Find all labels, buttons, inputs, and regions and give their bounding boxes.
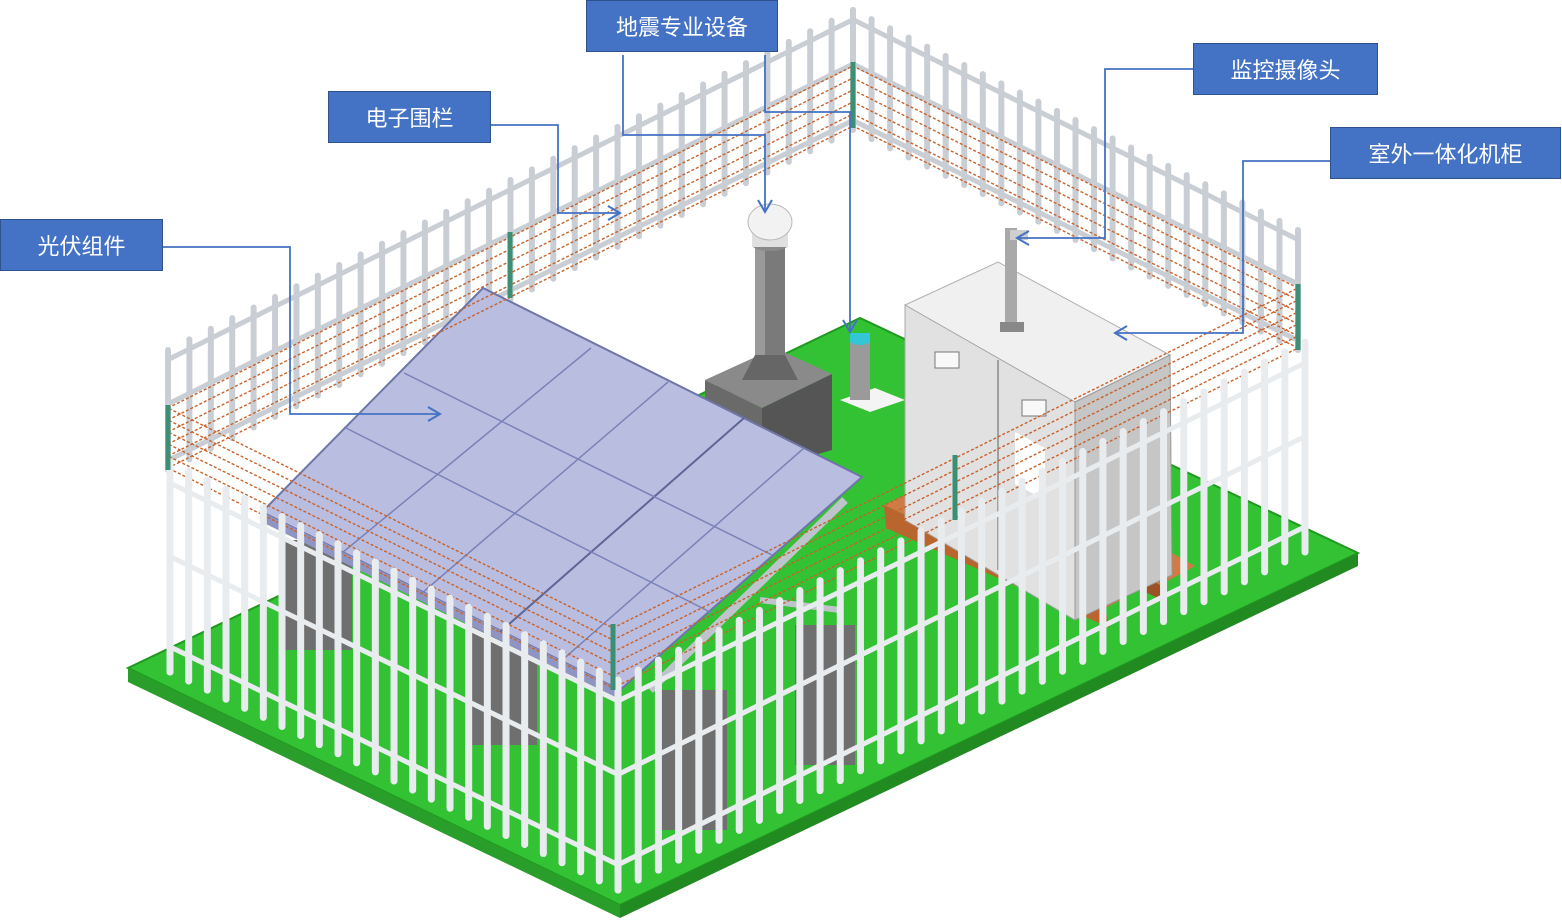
label-electronic-fence: 电子围栏 xyxy=(328,91,491,143)
arrowhead-fence xyxy=(607,205,622,221)
sensor-post xyxy=(840,333,905,412)
arrowhead-pv xyxy=(427,406,442,422)
callout-line-pv xyxy=(163,246,440,415)
label-outdoor-cabinet: 室外一体化机柜 xyxy=(1330,127,1561,179)
solar-panel xyxy=(260,286,864,700)
callout-line-seismic-2 xyxy=(764,55,851,330)
arrowhead-cabinet xyxy=(1113,325,1128,341)
label-pv-modules: 光伏组件 xyxy=(0,219,163,271)
label-camera: 监控摄像头 xyxy=(1193,43,1378,95)
ground-edge-right xyxy=(620,553,1358,918)
camera-mast xyxy=(1000,228,1028,332)
callout-line-cabinet xyxy=(1115,160,1330,334)
ground-edge xyxy=(128,668,620,918)
arrowhead-seismic xyxy=(757,199,773,214)
front-fence xyxy=(166,338,1309,894)
callout-line-fence xyxy=(491,124,620,214)
back-fence xyxy=(165,7,1301,473)
arrowhead-seismic-2 xyxy=(842,319,858,334)
label-seismic-equipment: 地震专业设备 xyxy=(586,0,778,52)
callout-lines xyxy=(163,55,1330,415)
arrowhead-camera xyxy=(1015,230,1030,246)
callout-line-seismic xyxy=(622,55,766,210)
callout-line-camera xyxy=(1017,68,1193,239)
callout-arrowheads xyxy=(427,199,1128,422)
seismic-sensor-dome xyxy=(747,203,793,247)
fence-insulator-posts xyxy=(165,62,1301,690)
